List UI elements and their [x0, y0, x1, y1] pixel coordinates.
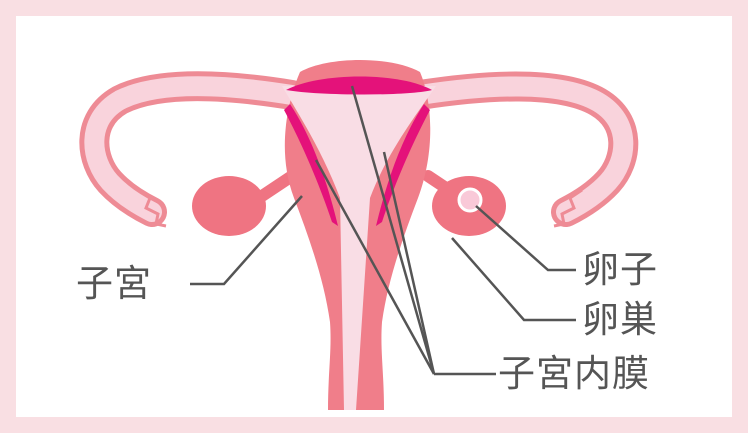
label-endometrium: 子宮内膜: [498, 354, 650, 394]
label-ovary: 卵巣: [582, 300, 658, 340]
label-egg: 卵子: [582, 250, 658, 290]
label-uterus: 子宮: [76, 264, 152, 304]
left-ovary: [192, 176, 266, 236]
leader-line-ovary: [452, 238, 576, 320]
